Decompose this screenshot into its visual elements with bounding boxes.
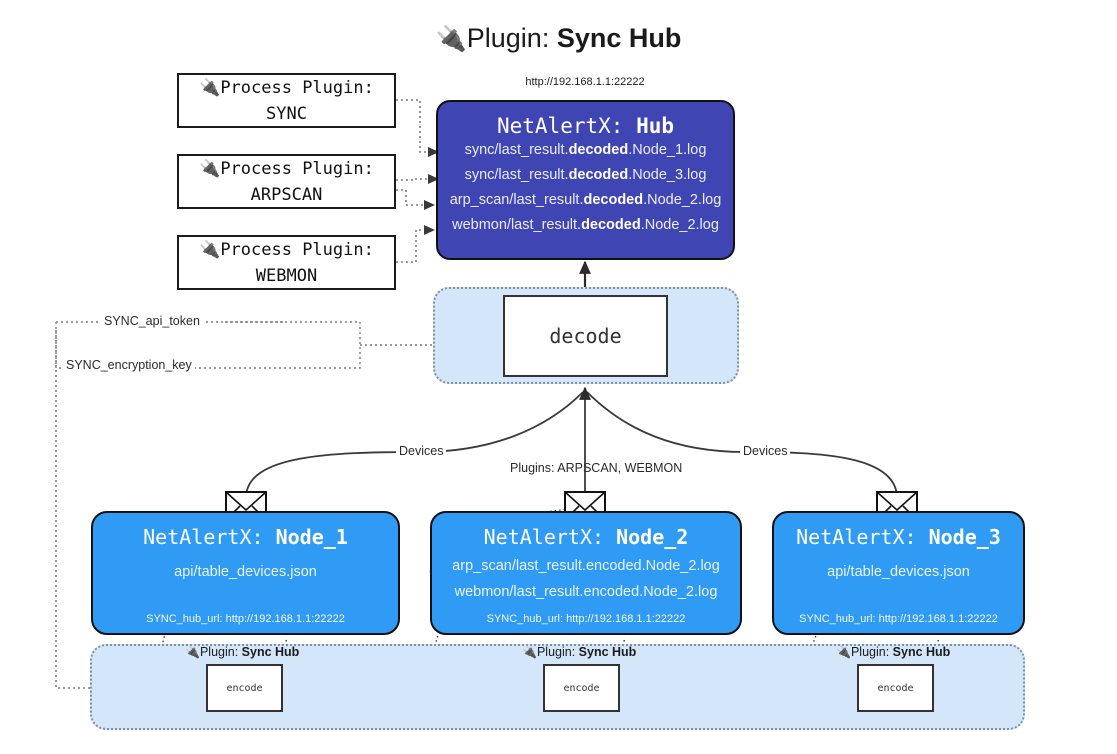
process-plugin-sync-box[interactable]: 🔌Process Plugin: SYNC	[177, 73, 396, 128]
node-2-payload-line-1: arp_scan/last_result.encoded.Node_2.log	[452, 558, 720, 574]
node-3-hub-url: SYNC_hub_url: http://192.168.1.1:22222	[799, 613, 998, 625]
plug-icon: 🔌	[435, 25, 467, 53]
devices-right-label: Devices	[740, 444, 791, 458]
hub-box[interactable]: NetAlertX: Hub sync/last_result.decoded.…	[436, 100, 735, 260]
decode-box[interactable]: decode	[503, 295, 668, 377]
node-3-title: NetAlertX: Node_3	[796, 525, 1001, 549]
encode-box-node-2[interactable]: encode	[543, 664, 620, 712]
plug-icon: 🔌	[522, 645, 537, 659]
page-title: 🔌Plugin: Sync Hub	[0, 16, 1117, 61]
node-2-title: NetAlertX: Node_2	[483, 525, 689, 549]
hub-title: NetAlertX: Hub	[496, 114, 674, 138]
node-1-payload-line-1: api/table_devices.json	[174, 564, 317, 580]
process-plugin-arpscan-box[interactable]: 🔌Process Plugin: ARPSCAN	[177, 154, 396, 209]
node-2-hub-url: SYNC_hub_url: http://192.168.1.1:22222	[486, 613, 686, 625]
edge-sync-to-hub	[396, 99, 440, 158]
encoder-3-plugin-tag: 🔌Plugin: Sync Hub	[836, 645, 951, 659]
node-1-hub-url: SYNC_hub_url: http://192.168.1.1:22222	[146, 613, 345, 625]
hub-url-label: http://192.168.1.1:22222	[525, 76, 645, 88]
edge-arpscan-to-hub	[396, 189, 436, 211]
process-plugin-sync-line2: SYNC	[266, 103, 307, 124]
node-box-node-2[interactable]: NetAlertX: Node_2 arp_scan/last_result.e…	[430, 511, 742, 635]
plug-icon: 🔌	[199, 158, 221, 179]
sync-api-token-label: SYNC_api_token	[101, 314, 203, 328]
devices-left-label: Devices	[396, 444, 447, 458]
process-plugin-arpscan-line1: 🔌Process Plugin:	[199, 158, 374, 179]
node-box-node-1[interactable]: NetAlertX: Node_1 api/table_devices.json…	[91, 511, 400, 635]
page-title-prefix: Plugin:	[466, 23, 557, 53]
edge-sync2-to-hub	[396, 173, 440, 185]
sync-encryption-key-label: SYNC_encryption_key	[63, 358, 195, 372]
hub-log-line-1: sync/last_result.decoded.Node_1.log	[464, 142, 707, 158]
process-plugin-webmon-line2: WEBMON	[255, 265, 318, 286]
edge-settings-to-encoders	[55, 330, 108, 694]
process-plugin-sync-line1: 🔌Process Plugin:	[199, 77, 374, 98]
node-1-title: NetAlertX: Node_1	[143, 525, 348, 549]
plug-icon: 🔌	[185, 645, 200, 659]
plug-icon: 🔌	[199, 239, 221, 260]
hub-log-line-2: sync/last_result.decoded.Node_3.log	[464, 167, 707, 183]
process-plugin-webmon-box[interactable]: 🔌Process Plugin: WEBMON	[177, 235, 396, 290]
process-plugin-arpscan-line2: ARPSCAN	[250, 184, 323, 205]
encode-box-node-1[interactable]: encode	[206, 664, 283, 712]
node-3-payload-line-1: api/table_devices.json	[827, 564, 970, 580]
plug-icon: 🔌	[836, 645, 851, 659]
node-box-node-3[interactable]: NetAlertX: Node_3 api/table_devices.json…	[772, 511, 1025, 635]
encoder-1-plugin-tag: 🔌Plugin: Sync Hub	[185, 645, 300, 659]
encode-box-node-3[interactable]: encode	[857, 664, 934, 712]
edge-webmon-to-hub	[396, 224, 436, 263]
page-title-name: Sync Hub	[556, 23, 682, 53]
process-plugin-webmon-line1: 🔌Process Plugin:	[199, 239, 374, 260]
node-2-payload-line-2: webmon/last_result.encoded.Node_2.log	[454, 584, 718, 600]
encoder-2-plugin-tag: 🔌Plugin: Sync Hub	[522, 645, 637, 659]
hub-log-line-4: webmon/last_result.decoded.Node_2.log	[452, 217, 719, 233]
plug-icon: 🔌	[199, 77, 221, 98]
plugins-center-label: Plugins: ARPSCAN, WEBMON	[510, 461, 683, 475]
hub-log-line-3: arp_scan/last_result.decoded.Node_2.log	[449, 192, 722, 208]
